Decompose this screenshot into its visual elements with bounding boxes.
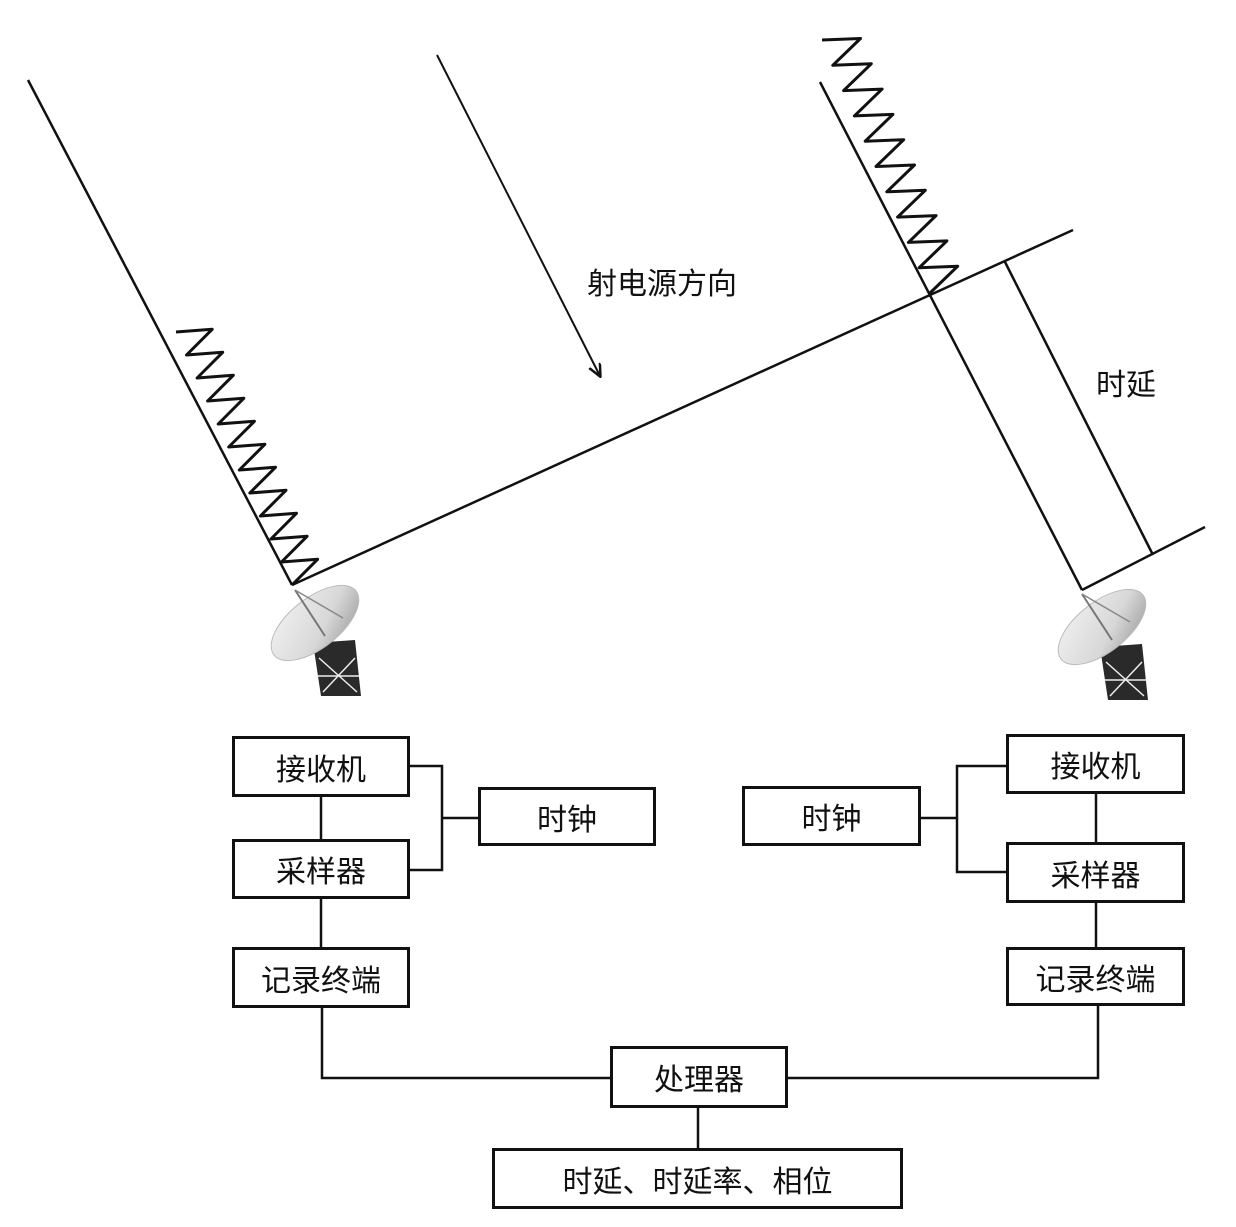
left-recorder-box: 记录终端: [232, 947, 410, 1008]
source-direction-label: 射电源方向: [587, 267, 737, 302]
right-signal-ray: [818, 81, 1084, 591]
processor-box: 处理器: [610, 1046, 788, 1108]
wavefront-line: [291, 228, 1074, 587]
right-telescope-icon: [1057, 588, 1148, 700]
left-signal-ray: [26, 79, 294, 586]
delay-label: 时延: [1096, 368, 1156, 403]
right-wave: [821, 37, 960, 295]
left-receiver-box: 接收机: [232, 736, 410, 797]
right-receiver-box: 接收机: [1006, 734, 1185, 794]
left-sampler-box: 采样器: [232, 839, 410, 899]
delay-bar: [1003, 261, 1155, 556]
left-clock-box: 时钟: [478, 787, 656, 846]
left-station-connectors: [319, 764, 611, 1080]
right-sampler-box: 采样器: [1006, 842, 1185, 903]
left-wave: [175, 327, 320, 587]
output-box: 时延、时延率、相位: [492, 1148, 903, 1209]
right-recorder-box: 记录终端: [1006, 947, 1185, 1006]
left-telescope-icon: [270, 584, 361, 696]
right-station-wavefront: [1081, 525, 1206, 592]
right-clock-box: 时钟: [742, 786, 921, 846]
right-station-connectors: [787, 764, 1100, 1080]
source-direction-arrow: [436, 54, 600, 376]
